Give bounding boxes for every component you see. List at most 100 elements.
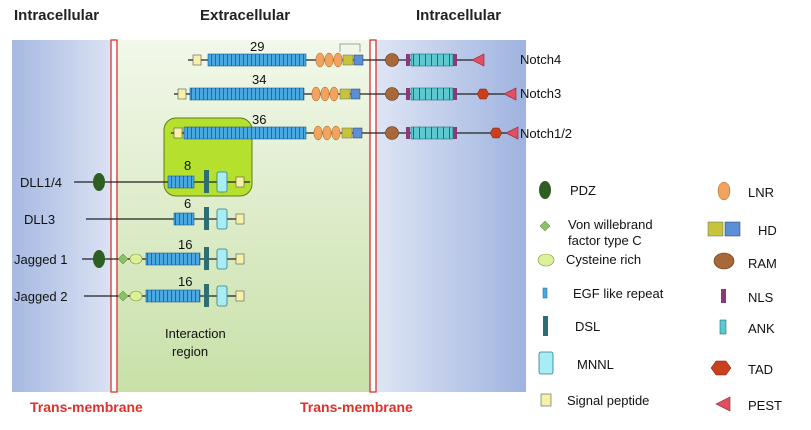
interaction-region-label-line1: Interaction	[165, 326, 226, 341]
dll1-4-egf-count: 8	[184, 158, 191, 173]
dsl-icon	[204, 247, 209, 270]
signal-peptide-icon	[177, 88, 187, 100]
legend-dsl-label: DSL	[575, 319, 600, 334]
tad-icon	[476, 88, 490, 100]
vwf-icon	[117, 253, 129, 265]
pdz-icon	[93, 173, 105, 191]
legend-egf-label: EGF like repeat	[573, 286, 664, 301]
ank-block	[410, 53, 454, 67]
notch3-receptor: 34 Notch3	[174, 72, 561, 102]
signal-peptide-icon	[192, 54, 202, 66]
dsl-icon	[204, 207, 209, 230]
signal-peptide-icon	[235, 253, 245, 265]
hd-left-icon	[342, 54, 354, 66]
egf-repeat-icon	[542, 287, 548, 299]
tad-icon	[489, 127, 503, 139]
nls-icon	[453, 54, 457, 66]
pest-icon	[503, 87, 517, 101]
notch1-2-label: Notch1/2	[520, 126, 572, 141]
pest-icon	[715, 396, 731, 412]
dsl-icon	[204, 170, 209, 193]
hd-left-icon	[707, 221, 724, 237]
pest-icon	[505, 126, 519, 140]
dsl-icon	[543, 316, 548, 336]
vwf-icon	[117, 290, 129, 302]
ram-icon	[713, 252, 735, 270]
lnr-icon	[333, 52, 343, 68]
mnnl-icon	[216, 208, 228, 230]
header-intracellular-right: Intracellular	[416, 7, 501, 24]
jagged1-ligand: 16 Jagged 1	[14, 237, 245, 270]
nls-icon	[721, 289, 726, 303]
legend-lnr-label: LNR	[748, 185, 774, 200]
nls-icon	[406, 54, 410, 66]
legend-vwf-label-line2: factor type C	[568, 233, 642, 248]
lnr-icon	[322, 125, 332, 141]
pdz-icon	[93, 250, 105, 268]
legend-nls-label: NLS	[748, 290, 774, 305]
signal-peptide-icon	[173, 127, 183, 139]
interaction-region-label-line2: region	[172, 344, 208, 359]
ram-icon	[385, 53, 399, 67]
left-intracellular-region	[12, 40, 112, 392]
egf-repeat-block	[189, 87, 305, 101]
legend-ank-label: ANK	[748, 321, 775, 336]
legend-left-column: PDZ Von willebrand factor type C Cystein…	[537, 181, 664, 408]
legend-vwf-label-line1: Von willebrand	[568, 217, 653, 232]
legend-pest-label: PEST	[748, 398, 782, 413]
signal-peptide-icon	[235, 176, 245, 188]
lnr-icon	[324, 52, 334, 68]
notch1-2-receptor: 36 Notch1/2	[171, 112, 572, 141]
pdz-icon	[539, 181, 551, 199]
dll3-label: DLL3	[24, 212, 55, 227]
signal-peptide-icon	[235, 290, 245, 302]
nls-icon	[453, 127, 457, 139]
left-membrane	[110, 39, 118, 393]
hd-left-icon	[341, 127, 353, 139]
mnnl-icon	[538, 351, 554, 375]
lnr-icon	[320, 86, 330, 102]
tad-icon	[710, 360, 732, 376]
hd-right-icon	[353, 54, 364, 66]
cysteine-rich-icon	[129, 253, 143, 265]
trans-membrane-label-right: Trans-membrane	[300, 399, 413, 415]
dsl-icon	[204, 284, 209, 307]
legend-signal-peptide-label: Signal peptide	[567, 393, 649, 408]
egf-repeat-block	[145, 289, 201, 303]
pest-icon	[471, 53, 485, 67]
lnr-icon	[329, 86, 339, 102]
legend-tad-label: TAD	[748, 362, 773, 377]
egf-repeat-block	[183, 126, 307, 140]
signal-peptide-icon	[235, 213, 245, 225]
notch4-label: Notch4	[520, 52, 561, 67]
hd-right-icon	[350, 88, 361, 100]
hd-right-icon	[724, 221, 741, 237]
egf-repeat-block	[167, 175, 195, 189]
legend-mnnl-label: MNNL	[577, 357, 614, 372]
dll3-egf-count: 6	[184, 196, 191, 211]
lnr-icon	[717, 181, 731, 201]
hd-left-icon	[339, 88, 351, 100]
nls-icon	[453, 88, 457, 100]
hd-right-icon	[352, 127, 363, 139]
legend-hd-label: HD	[758, 223, 777, 238]
legend-cysteine-rich-label: Cysteine rich	[566, 252, 641, 267]
ank-block	[410, 126, 454, 140]
header-extracellular: Extracellular	[200, 7, 290, 24]
legend-pdz-label: PDZ	[570, 183, 596, 198]
mnnl-icon	[216, 285, 228, 307]
jagged2-label: Jagged 2	[14, 289, 68, 304]
dll3-ligand: 6 DLL3	[24, 196, 245, 230]
legend-right-column: LNR HD RAM NLS ANK TAD PEST	[707, 181, 782, 413]
lnr-icon	[315, 52, 325, 68]
ank-block	[410, 87, 454, 101]
cysteine-rich-icon	[129, 290, 143, 302]
nls-icon	[406, 88, 410, 100]
dll1-4-label: DLL1/4	[20, 175, 62, 190]
notch3-egf-count: 34	[252, 72, 266, 87]
ram-icon	[385, 126, 399, 140]
ram-icon	[385, 87, 399, 101]
notch4-egf-count: 29	[250, 39, 264, 54]
